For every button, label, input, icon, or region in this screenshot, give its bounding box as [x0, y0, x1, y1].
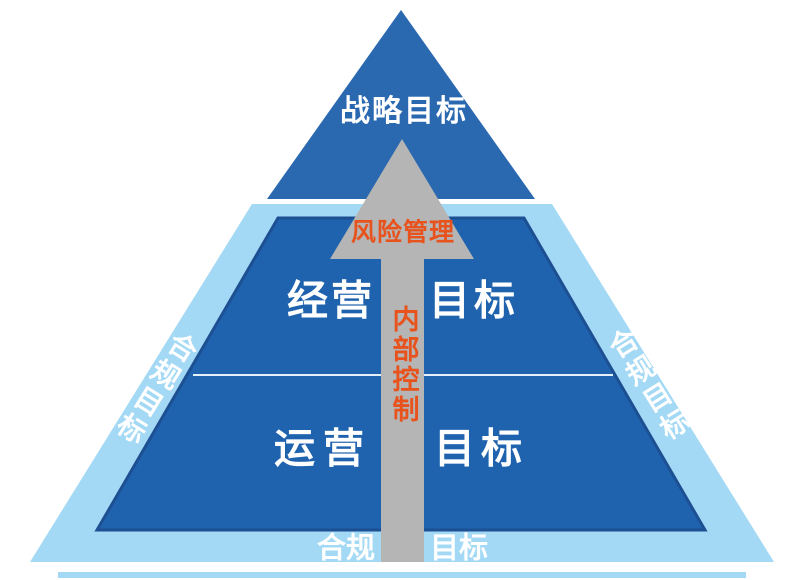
operations-goal-right-label: 目标	[434, 424, 528, 473]
strategic-top-triangle	[267, 10, 535, 199]
business-goal-left-label: 经营	[287, 276, 375, 325]
up-arrow	[330, 139, 474, 562]
strategic-goal-label: 战略目标	[340, 94, 468, 129]
internal-control-label: 内部控制	[387, 305, 419, 425]
base-strip	[58, 572, 746, 578]
risk-management-label: 风险管理	[350, 217, 456, 247]
business-goal-right-label: 目标	[429, 276, 519, 325]
compliance-bottom-right-label: 目标	[429, 530, 489, 565]
operations-goal-left-label: 运营	[274, 424, 372, 473]
compliance-bottom-left-label: 合规	[316, 530, 376, 565]
